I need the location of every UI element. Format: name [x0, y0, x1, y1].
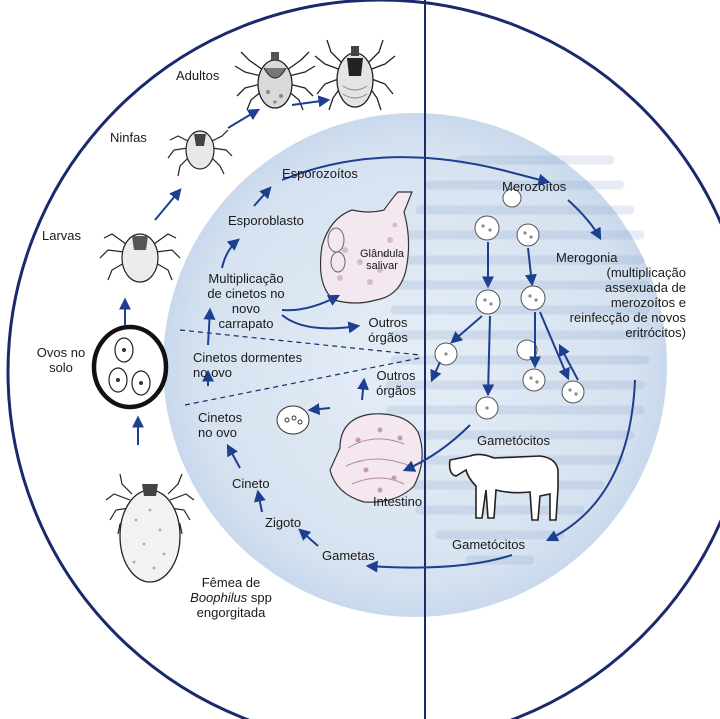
label-cinetos-dorm-line2: no ovo	[193, 365, 302, 380]
label-merogonia-line5: reinfecção de novos	[556, 310, 686, 325]
label-ovos-line1: Ovos no	[26, 345, 96, 360]
label-femea: Fêmea de Boophilus spp engorgitada	[176, 575, 286, 620]
label-esporoblasto: Esporoblasto	[228, 213, 304, 228]
label-cinetos-ovo-line1: Cinetos	[198, 410, 242, 425]
label-glandula-line1: Glândula	[352, 248, 412, 260]
label-outros2-line2: órgãos	[368, 383, 424, 398]
label-merogonia: Merogonia (multiplicação assexuada de me…	[556, 250, 686, 340]
label-outros-orgaos-1: Outros órgãos	[360, 315, 416, 345]
erythrocyte-icon	[277, 406, 309, 434]
label-mult-line1: Multiplicação	[194, 271, 298, 286]
label-femea-genus: Boophilus	[190, 590, 247, 605]
label-merogonia-line4: merozoítos e	[556, 295, 686, 310]
label-merogonia-line2: (multiplicação	[556, 265, 686, 280]
label-merogonia-line6: eritrócitos)	[556, 325, 686, 340]
label-larvas: Larvas	[42, 228, 81, 243]
label-merogonia-line3: assexuada de	[556, 280, 686, 295]
label-cineto: Cineto	[232, 476, 270, 491]
label-gametocitos-2: Gametócitos	[452, 537, 525, 552]
label-zigoto: Zigoto	[265, 515, 301, 530]
label-femea-spp: spp	[247, 590, 272, 605]
label-ovos: Ovos no solo	[26, 345, 96, 375]
label-cinetos-dorm-line1: Cinetos dormentes	[193, 350, 302, 365]
label-mult-line3: novo	[194, 301, 298, 316]
label-cinetos-dormentes: Cinetos dormentes no ovo	[193, 350, 302, 380]
label-esporozoitos: Esporozoítos	[282, 166, 358, 181]
label-mult-line4: carrapato	[194, 316, 298, 331]
label-gametas: Gametas	[322, 548, 375, 563]
label-multiplicacao: Multiplicação de cinetos no novo carrapa…	[194, 271, 298, 331]
label-femea-line3: engorgitada	[176, 605, 286, 620]
label-adultos: Adultos	[176, 68, 219, 83]
label-intestino: Intestino	[373, 494, 422, 509]
label-ovos-line2: solo	[26, 360, 96, 375]
label-outros-orgaos-2: Outros órgãos	[368, 368, 424, 398]
label-cinetos-no-ovo: Cinetos no ovo	[198, 410, 242, 440]
label-glandula-line2: salivar	[352, 260, 412, 272]
label-glandula: Glândula salivar	[352, 248, 412, 272]
label-outros1-line1: Outros	[360, 315, 416, 330]
label-merogonia-line1: Merogonia	[556, 250, 686, 265]
label-ninfas: Ninfas	[110, 130, 147, 145]
label-merozoitos: Merozoítos	[502, 179, 566, 194]
label-cinetos-ovo-line2: no ovo	[198, 425, 242, 440]
label-gametocitos-1: Gametócitos	[477, 433, 550, 448]
label-outros1-line2: órgãos	[360, 330, 416, 345]
label-femea-line1: Fêmea de	[176, 575, 286, 590]
label-outros2-line1: Outros	[368, 368, 424, 383]
label-mult-line2: de cinetos no	[194, 286, 298, 301]
egg-mass-icon	[94, 327, 166, 407]
